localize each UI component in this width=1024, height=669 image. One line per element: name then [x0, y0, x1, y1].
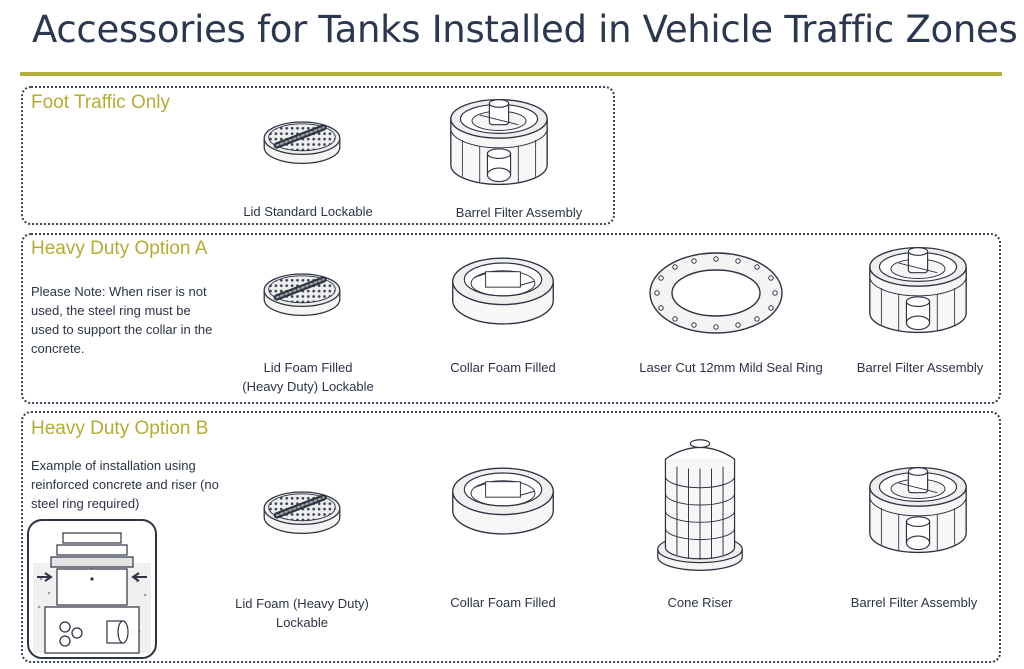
barrel-filter-icon — [860, 458, 976, 564]
caption-lid-foam-line1: Lid Foam (Heavy Duty) — [235, 596, 369, 611]
caption-lid-standard-lockable: Lid Standard Lockable — [243, 204, 373, 219]
caption-barrel-filter-assembly-a: Barrel Filter Assembly — [856, 360, 984, 375]
collar-icon — [445, 458, 561, 546]
section-option-a — [21, 233, 1001, 404]
collar-icon — [445, 248, 561, 336]
section-option-b — [21, 411, 1001, 663]
barrel-filter-icon — [441, 90, 557, 196]
lid-foam-icon — [257, 474, 347, 546]
caption-barrel-filter-assembly: Barrel Filter Assembly — [455, 205, 583, 220]
section-title-foot-traffic: Foot Traffic Only — [31, 92, 171, 113]
caption-lid-foam-filled: Lid Foam Filled (Heavy Duty) Lockable — [222, 358, 394, 396]
caption-lid-foam-line2: Lockable — [275, 615, 329, 630]
title-underline — [20, 72, 1002, 76]
section-title-option-b: Heavy Duty Option B — [31, 418, 209, 439]
caption-collar-foam-filled-a: Collar Foam Filled — [450, 360, 556, 375]
cone-riser-icon — [652, 428, 748, 584]
caption-collar-foam-filled-b: Collar Foam Filled — [450, 595, 556, 610]
installation-diagram — [27, 519, 157, 659]
barrel-filter-icon — [860, 238, 976, 344]
page-title: Accessories for Tanks Installed in Vehic… — [32, 8, 1018, 51]
note-option-a: Please Note: When riser is not used, the… — [31, 284, 213, 356]
caption-barrel-filter-assembly-b: Barrel Filter Assembly — [850, 595, 978, 610]
caption-cone-riser: Cone Riser — [667, 595, 733, 610]
caption-lid-foam-heavy-duty: Lid Foam (Heavy Duty) Lockable — [216, 594, 388, 632]
seal-ring-icon — [646, 248, 786, 338]
section-foot-traffic — [21, 86, 615, 225]
caption-seal-ring: Laser Cut 12mm Mild Seal Ring — [639, 360, 823, 375]
note-option-b: Example of installation using reinforced… — [31, 458, 219, 511]
caption-lid-foam-filled-line2: (Heavy Duty) Lockable — [242, 379, 374, 394]
caption-lid-foam-filled-line1: Lid Foam Filled — [263, 360, 353, 375]
lid-lockable-icon — [257, 104, 347, 176]
section-title-option-a: Heavy Duty Option A — [31, 238, 208, 259]
lid-foam-filled-icon — [257, 256, 347, 328]
